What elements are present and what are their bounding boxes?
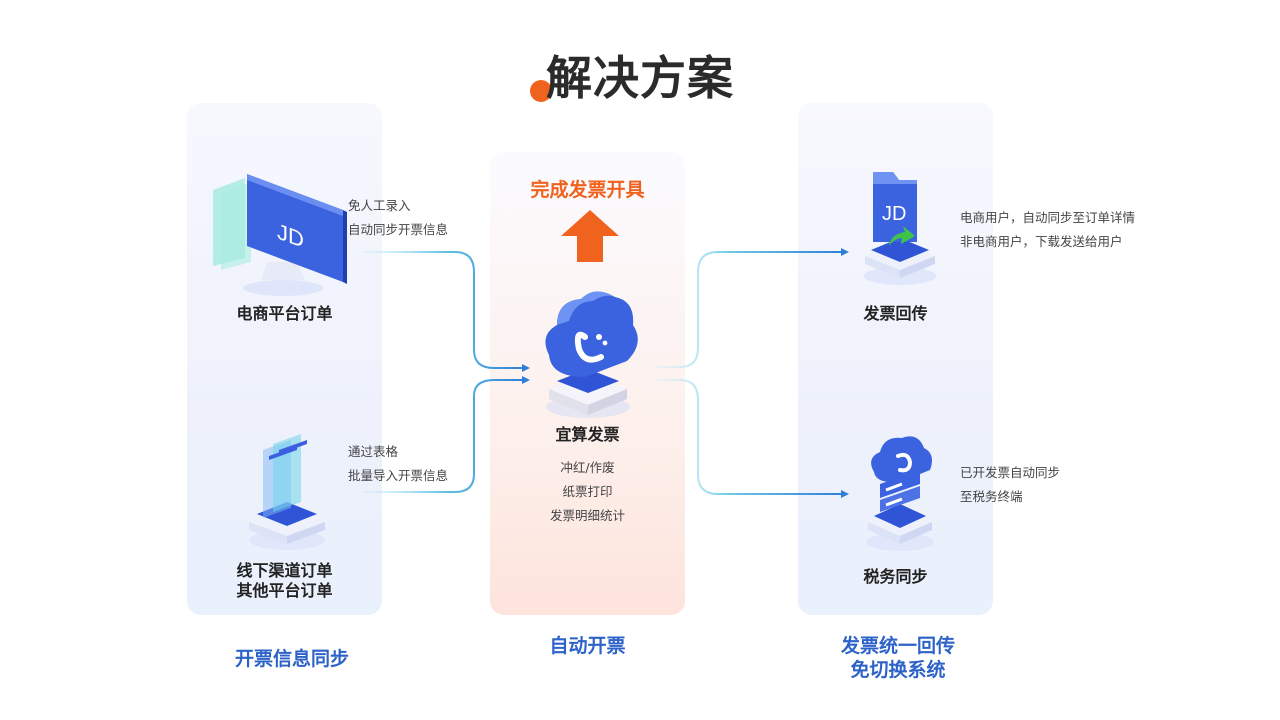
feature-list: 冲红/作废 纸票打印 发票明细统计 bbox=[490, 456, 685, 528]
jd-folder-icon: JD bbox=[864, 172, 936, 285]
node-label-line: 其他平台订单 bbox=[236, 581, 333, 600]
bottom-label-auto-invoice: 自动开票 bbox=[549, 635, 626, 657]
note-line: 至税务终端 bbox=[960, 489, 1023, 504]
arrowhead-left-top bbox=[522, 364, 530, 372]
jd-monitor-icon: JD bbox=[213, 174, 347, 296]
connector-left-top bbox=[362, 251, 524, 369]
title-accent-dot bbox=[530, 80, 552, 102]
bottom-label-line: 发票统一回传 bbox=[840, 635, 955, 657]
feature-item: 冲红/作废 bbox=[560, 460, 615, 475]
svg-text:JD: JD bbox=[882, 203, 906, 225]
cloud-logo-icon bbox=[545, 291, 638, 418]
note-invoice-return: 电商用户，自动同步至订单详情 非电商用户，下载发送给用户 bbox=[960, 206, 1160, 254]
arrowhead-left-bottom bbox=[522, 376, 530, 384]
bottom-label-info-sync: 开票信息同步 bbox=[234, 648, 349, 670]
arrowhead-right-top bbox=[841, 248, 849, 256]
connector-left-bottom bbox=[362, 379, 524, 493]
bottom-label-invoice-return: 发票统一回传 免切换系统 bbox=[798, 634, 998, 682]
up-arrow-icon bbox=[561, 210, 619, 262]
cloud-server-icon bbox=[866, 436, 934, 551]
page-title: 解决方案 bbox=[546, 51, 734, 105]
node-yisuan-invoice: 宜算发票 bbox=[555, 425, 620, 444]
note-offline: 通过表格 批量导入开票信息 bbox=[348, 440, 478, 488]
note-line: 自动同步开票信息 bbox=[348, 222, 449, 237]
connector-right-top bbox=[655, 251, 842, 368]
note-line: 电商用户，自动同步至订单详情 bbox=[960, 210, 1136, 225]
note-line: 非电商用户，下载发送给用户 bbox=[960, 234, 1123, 249]
note-ecommerce: 免人工录入 自动同步开票信息 bbox=[348, 194, 478, 242]
stacked-sheets-icon bbox=[249, 434, 325, 550]
node-ecommerce-orders: 电商平台订单 bbox=[236, 304, 333, 323]
feature-item: 发票明细统计 bbox=[549, 508, 625, 523]
node-label-line: 线下渠道订单 bbox=[236, 561, 333, 580]
note-line: 免人工录入 bbox=[348, 198, 411, 213]
feature-item: 纸票打印 bbox=[562, 484, 613, 499]
top-action-label: 完成发票开具 bbox=[530, 179, 645, 201]
note-line: 已开发票自动同步 bbox=[960, 465, 1061, 480]
note-tax-sync: 已开发票自动同步 至税务终端 bbox=[960, 461, 1120, 509]
node-tax-sync: 税务同步 bbox=[863, 567, 928, 586]
node-offline-orders: 线下渠道订单 其他平台订单 bbox=[187, 561, 382, 601]
bottom-label-line: 免切换系统 bbox=[850, 659, 946, 681]
connector-right-bottom bbox=[655, 379, 842, 495]
note-line: 批量导入开票信息 bbox=[348, 468, 449, 483]
arrowhead-right-bottom bbox=[841, 490, 849, 498]
note-line: 通过表格 bbox=[348, 444, 399, 459]
node-invoice-return: 发票回传 bbox=[863, 304, 928, 323]
